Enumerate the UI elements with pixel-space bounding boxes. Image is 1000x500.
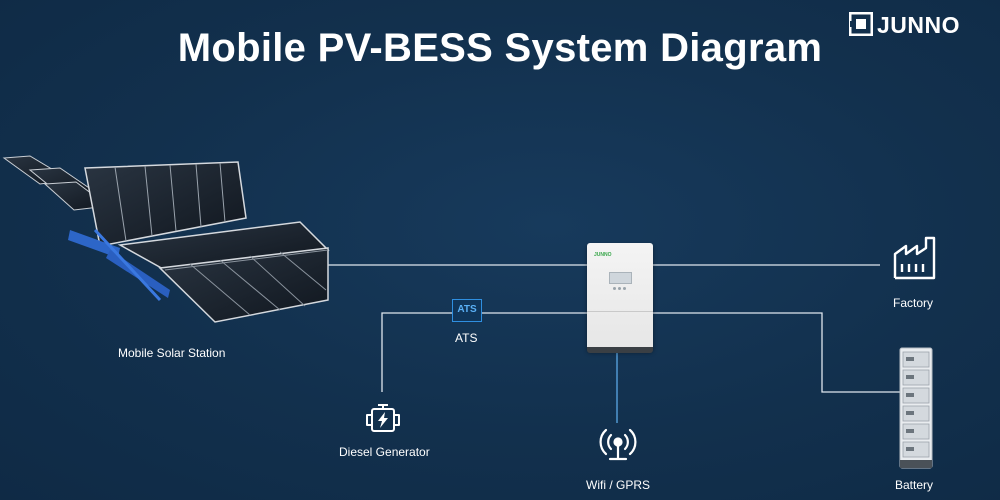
inverter-led	[613, 287, 616, 290]
inverter-brand: JUNNO	[594, 252, 612, 258]
factory-icon	[893, 236, 936, 280]
inverter-terminals	[587, 347, 653, 353]
inverter-led	[623, 287, 626, 290]
inverter-icon: JUNNO	[587, 243, 653, 353]
ats-label: ATS	[455, 331, 478, 345]
solar-station-label: Mobile Solar Station	[118, 346, 226, 360]
battery-rack-icon	[899, 347, 933, 469]
wifi-gprs-label: Wifi / GPRS	[586, 478, 651, 492]
wifi-gprs-icon	[599, 428, 637, 461]
solar-station-icon	[2, 155, 330, 323]
logo-text: JUNNO	[877, 12, 961, 38]
ats-switch-box: ATS	[452, 299, 482, 322]
page-title: Mobile PV-BESS System Diagram	[177, 26, 823, 70]
factory-label: Factory	[893, 296, 934, 310]
inverter-screen	[609, 272, 632, 284]
wire-generator-ats	[381, 312, 452, 392]
diesel-generator-icon	[366, 404, 400, 432]
diesel-generator-label: Diesel Generator	[339, 445, 430, 459]
battery-label: Battery	[895, 478, 934, 492]
brand-logo: JUNNO	[849, 12, 969, 38]
inverter-divider	[587, 311, 653, 312]
logo-mark-icon	[849, 12, 873, 36]
wire-inverter-battery	[653, 312, 901, 393]
inverter-led	[618, 287, 621, 290]
